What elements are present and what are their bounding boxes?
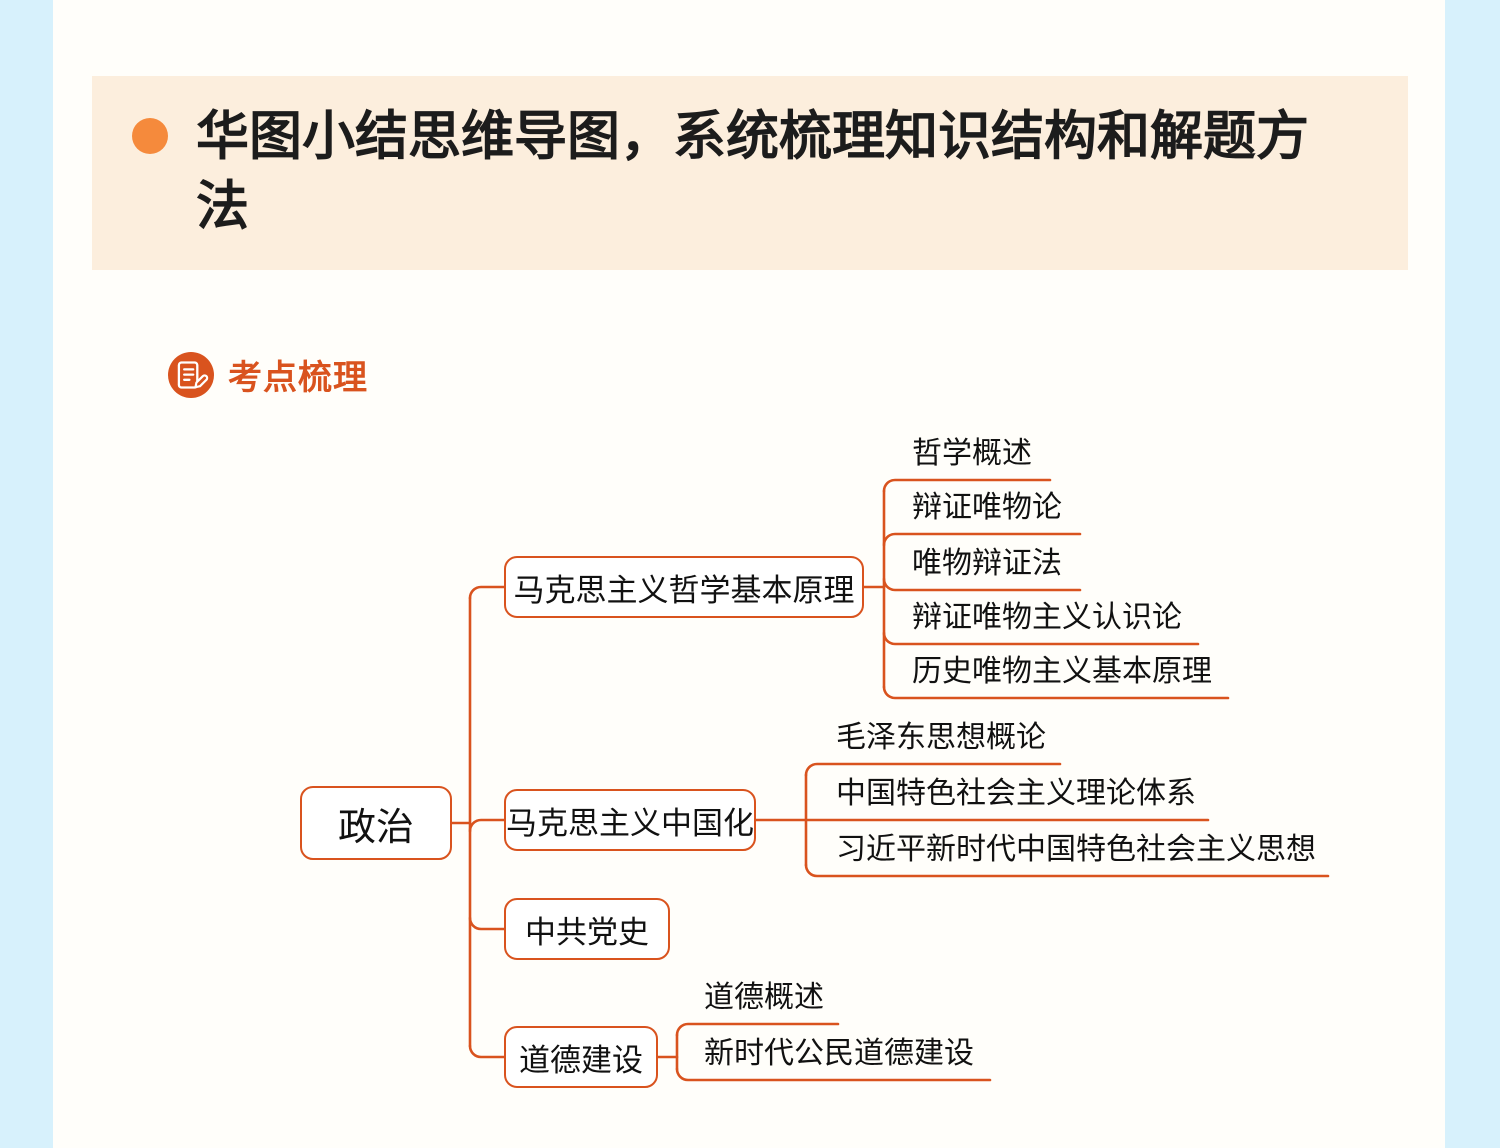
section-title: 考点梳理	[228, 359, 368, 397]
page-title: 华图小结思维导图，系统梳理知识结构和解题方法	[196, 107, 1309, 237]
document-pencil-icon	[168, 351, 214, 398]
mindmap-leaf-0-4[interactable]: 历史唯物主义基本原理	[912, 655, 1212, 688]
mindmap-leaf-3-0[interactable]: 道德概述	[704, 981, 824, 1014]
mindmap-branch-node-2[interactable]: 中共党史	[504, 898, 670, 960]
bullet-dot-icon	[132, 118, 168, 154]
mindmap-leaf-0-1[interactable]: 辩证唯物论	[912, 491, 1062, 524]
mindmap-leaf-1-2[interactable]: 习近平新时代中国特色社会主义思想	[836, 833, 1316, 866]
mindmap-leaf-1-1[interactable]: 中国特色社会主义理论体系	[836, 777, 1196, 810]
mindmap-leaf-0-2[interactable]: 唯物辩证法	[912, 547, 1062, 580]
mindmap-branch-node-3[interactable]: 道德建设	[504, 1026, 658, 1088]
section-header: 考点梳理	[168, 350, 368, 399]
mindmap-leaf-0-3[interactable]: 辩证唯物主义认识论	[912, 601, 1182, 634]
mindmap-leaf-3-1[interactable]: 新时代公民道德建设	[704, 1037, 974, 1070]
title-row: 华图小结思维导图，系统梳理知识结构和解题方法	[132, 102, 1374, 243]
mindmap-root-node[interactable]: 政治	[300, 786, 452, 860]
title-banner: 华图小结思维导图，系统梳理知识结构和解题方法	[92, 76, 1408, 270]
mindmap-branch-node-1[interactable]: 马克思主义中国化	[504, 789, 756, 851]
mindmap-leaf-0-0[interactable]: 哲学概述	[912, 437, 1032, 470]
page-sheet: 华图小结思维导图，系统梳理知识结构和解题方法 考点梳理 政治 马克思主义哲学基本…	[53, 0, 1445, 1148]
mindmap-branch-node-0[interactable]: 马克思主义哲学基本原理	[504, 556, 864, 618]
mindmap-leaf-1-0[interactable]: 毛泽东思想概论	[836, 721, 1046, 754]
